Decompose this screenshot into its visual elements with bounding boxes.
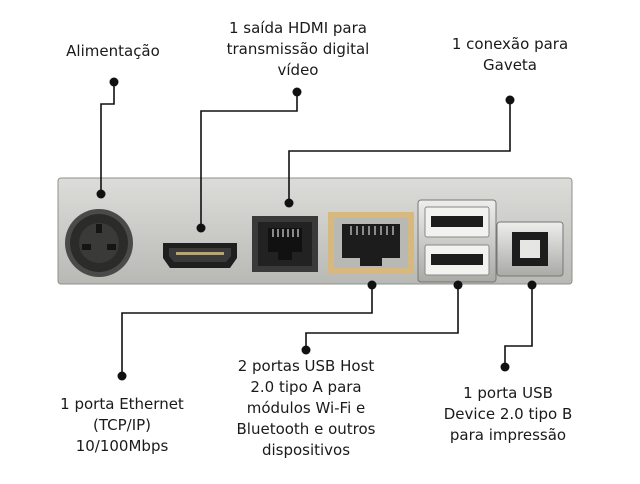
label-hdmi-line: vídeo — [277, 61, 319, 79]
label-drawer: 1 conexão para Gaveta — [430, 34, 590, 76]
leader-drawer — [288, 100, 511, 203]
label-usb-host-line: 2.0 tipo A para — [250, 378, 362, 396]
label-usb-host-line: dispositivos — [261, 441, 351, 459]
hdmi-port — [163, 243, 237, 268]
label-usb-host: 2 portas USB Host 2.0 tipo A para módulo… — [218, 356, 394, 461]
label-usb-device-line: para impressão — [449, 426, 567, 444]
label-usb-device-line: Device 2.0 tipo B — [443, 405, 573, 423]
label-usb-host-line: módulos Wi-Fi e — [246, 399, 366, 417]
label-hdmi-line: transmissão digital — [226, 40, 370, 58]
label-ethernet-line: (TCP/IP) — [92, 416, 152, 434]
label-usb-host-line: Bluetooth e outros — [236, 420, 376, 438]
dot-usb-host-bottom — [301, 345, 311, 355]
label-ethernet-line: 1 porta Ethernet — [60, 395, 184, 413]
drawer-port — [252, 216, 318, 272]
label-hdmi-line: 1 saída HDMI para — [228, 19, 367, 37]
label-usb-device-line: 1 porta USB — [463, 384, 553, 402]
ethernet-port — [328, 212, 414, 274]
label-ethernet: 1 porta Ethernet (TCP/IP) 10/100Mbps — [42, 394, 202, 457]
label-ethernet-line: 10/100Mbps — [75, 437, 169, 455]
dot-hdmi-top — [292, 87, 302, 97]
dot-hdmi-port — [196, 223, 206, 233]
dot-usb-host-port — [453, 280, 463, 290]
label-usb-host-line: 2 portas USB Host — [237, 357, 375, 375]
label-drawer-line: 1 conexão para — [451, 35, 569, 53]
dot-usb-device-bottom — [500, 362, 510, 372]
label-power: Alimentação — [38, 41, 188, 62]
leader-ethernet — [121, 285, 373, 376]
leader-usb-device — [504, 285, 533, 367]
leader-hdmi — [200, 92, 298, 228]
leader-power — [100, 82, 115, 194]
dot-usb-device-port — [527, 280, 537, 290]
label-hdmi: 1 saída HDMI para transmissão digital ví… — [208, 18, 388, 81]
label-usb-device: 1 porta USB Device 2.0 tipo B para impre… — [418, 383, 598, 446]
dot-power-top — [109, 77, 119, 87]
usb-device-port — [496, 221, 564, 277]
dot-ethernet-port — [367, 280, 377, 290]
dot-drawer-top — [505, 95, 515, 105]
leader-usb-host — [305, 285, 459, 350]
label-power-line: Alimentação — [66, 42, 160, 60]
label-drawer-line: Gaveta — [483, 56, 537, 74]
dot-power-port — [96, 189, 106, 199]
dot-ethernet-bottom — [117, 371, 127, 381]
dot-drawer-port — [284, 198, 294, 208]
power-port — [65, 209, 133, 277]
